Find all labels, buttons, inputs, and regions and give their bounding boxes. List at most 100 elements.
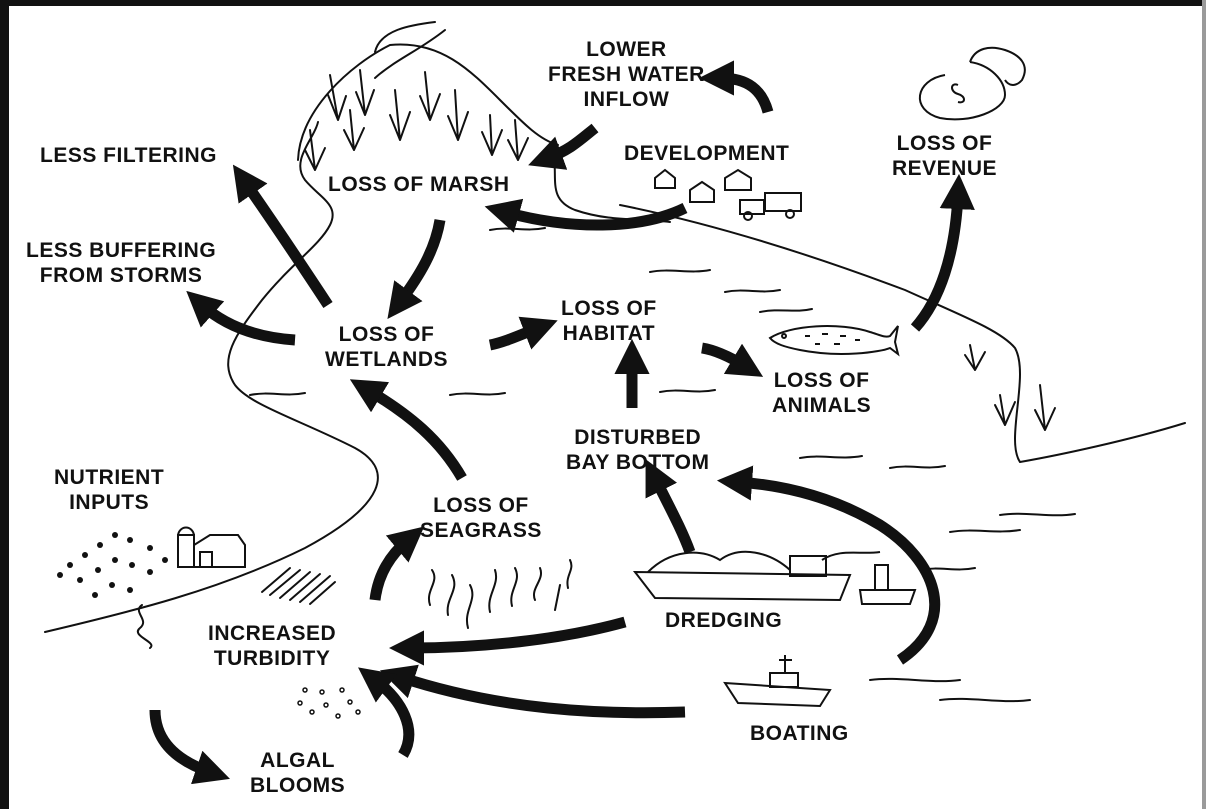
node-increased-turbidity: INCREASED TURBIDITY bbox=[208, 621, 336, 671]
node-line: ANIMALS bbox=[772, 394, 872, 417]
algae-dot bbox=[347, 699, 353, 705]
arrow-lower-fresh-water-to-marsh bbox=[528, 123, 599, 170]
river-squiggle bbox=[136, 604, 153, 649]
grass-tuft bbox=[481, 114, 503, 156]
house bbox=[654, 168, 676, 189]
node-loss-of-revenue: LOSS OF REVENUE bbox=[892, 131, 997, 181]
crop-dot bbox=[147, 545, 153, 551]
node-line: DREDGING bbox=[665, 609, 783, 632]
node-line: FRESH WATER bbox=[548, 63, 705, 86]
money-bag-neck bbox=[969, 46, 1026, 86]
node-line: TURBIDITY bbox=[213, 647, 331, 670]
node-line: DEVELOPMENT bbox=[624, 142, 790, 165]
crop-dot bbox=[112, 532, 118, 538]
node-loss-of-marsh: LOSS OF MARSH bbox=[328, 172, 510, 197]
grass-tuft bbox=[327, 74, 347, 121]
stream-upper bbox=[374, 21, 446, 79]
node-loss-of-animals: LOSS OF ANIMALS bbox=[772, 368, 871, 418]
node-line: LESS BUFFERING bbox=[26, 239, 217, 262]
boat-icon bbox=[723, 655, 832, 708]
crop-dot bbox=[129, 562, 135, 568]
grass-tuft bbox=[994, 394, 1016, 426]
algae-dot bbox=[355, 709, 361, 715]
node-line: SEAGRASS bbox=[420, 519, 542, 542]
grass-tuft bbox=[419, 71, 441, 121]
left-border bbox=[0, 0, 9, 809]
shoreline-right bbox=[619, 204, 1186, 463]
node-line: DISTURBED bbox=[574, 426, 702, 449]
arrow-habitat-to-animals bbox=[700, 342, 764, 377]
grass-tuft bbox=[343, 109, 365, 151]
crop-dot bbox=[97, 542, 103, 548]
crop-dot bbox=[82, 552, 88, 558]
arrow-seagrass-to-wetlands bbox=[349, 379, 467, 481]
node-line: LOSS OF bbox=[561, 297, 657, 320]
tug-boat bbox=[858, 564, 917, 605]
node-boating: BOATING bbox=[750, 721, 849, 746]
crop-dot bbox=[109, 582, 115, 588]
arrow-turbidity-to-seagrass bbox=[369, 526, 425, 601]
arrow-boating-to-turbidity bbox=[379, 664, 686, 719]
barn-door bbox=[199, 551, 213, 567]
boat-cabin bbox=[769, 672, 799, 688]
money-bag-sign bbox=[951, 83, 965, 104]
node-less-filtering: LESS FILTERING bbox=[40, 143, 217, 168]
shoreline-left bbox=[44, 121, 379, 633]
algae-dot bbox=[323, 702, 329, 708]
fish-icon bbox=[768, 325, 900, 357]
grass-tuft bbox=[355, 69, 375, 116]
node-line: INCREASED bbox=[208, 622, 337, 645]
algae-dot bbox=[319, 689, 325, 695]
causal-arrows bbox=[149, 60, 975, 785]
algae-dot bbox=[339, 687, 345, 693]
crop-dot bbox=[162, 557, 168, 563]
algae-dots bbox=[297, 687, 361, 719]
crop-dot bbox=[147, 569, 153, 575]
grass-tuft bbox=[964, 344, 986, 371]
top-border bbox=[0, 0, 1206, 6]
node-line: REVENUE bbox=[892, 157, 998, 180]
node-line: LOSS OF MARSH bbox=[328, 173, 510, 196]
barn-silo-top bbox=[177, 526, 195, 536]
algae-dot bbox=[297, 700, 303, 706]
seagrass-hatching bbox=[261, 567, 336, 605]
grass-tuft bbox=[389, 89, 411, 141]
truck-wheel bbox=[743, 211, 753, 221]
node-line: BOATING bbox=[750, 722, 849, 745]
node-line: LOSS OF bbox=[433, 494, 529, 517]
node-line: BAY BOTTOM bbox=[566, 451, 710, 474]
node-loss-of-seagrass: LOSS OF SEAGRASS bbox=[420, 493, 542, 543]
arrow-wetlands-to-habitat bbox=[488, 316, 558, 351]
barn-silo bbox=[177, 534, 195, 568]
arrow-boating-to-bay-bottom bbox=[716, 465, 941, 665]
algae-dot bbox=[335, 713, 341, 719]
node-less-buffering-from-storms: LESS BUFFERING FROM STORMS bbox=[26, 238, 216, 288]
arrow-dredging-to-bay-bottom bbox=[645, 459, 696, 554]
landscape-lines bbox=[44, 21, 1186, 703]
grass-tuft bbox=[507, 119, 529, 161]
node-loss-of-wetlands: LOSS OF WETLANDS bbox=[325, 322, 448, 372]
crop-dot bbox=[95, 567, 101, 573]
node-line: LOSS OF bbox=[338, 323, 435, 346]
arrow-animals-to-revenue bbox=[910, 173, 975, 332]
node-line: INPUTS bbox=[69, 491, 150, 514]
house bbox=[724, 168, 752, 191]
boat-mast bbox=[779, 655, 792, 673]
node-line: NUTRIENT bbox=[54, 466, 165, 489]
dredge-pipe bbox=[821, 551, 881, 561]
node-line: WETLANDS bbox=[325, 348, 448, 371]
truck-cab bbox=[739, 199, 765, 215]
fish-eye bbox=[781, 333, 787, 339]
node-algal-blooms: ALGAL BLOOMS bbox=[250, 748, 345, 798]
barn-icon bbox=[177, 526, 246, 568]
crop-dot bbox=[127, 537, 133, 543]
crop-field bbox=[57, 532, 168, 598]
barn-body bbox=[193, 534, 246, 568]
house bbox=[689, 180, 715, 203]
arrow-wetlands-to-less-filtering bbox=[232, 164, 333, 309]
node-loss-of-habitat: LOSS OF HABITAT bbox=[561, 296, 657, 346]
node-development: DEVELOPMENT bbox=[624, 141, 789, 166]
dredge-cabin bbox=[789, 555, 827, 577]
node-nutrient-inputs: NUTRIENT INPUTS bbox=[54, 465, 164, 515]
